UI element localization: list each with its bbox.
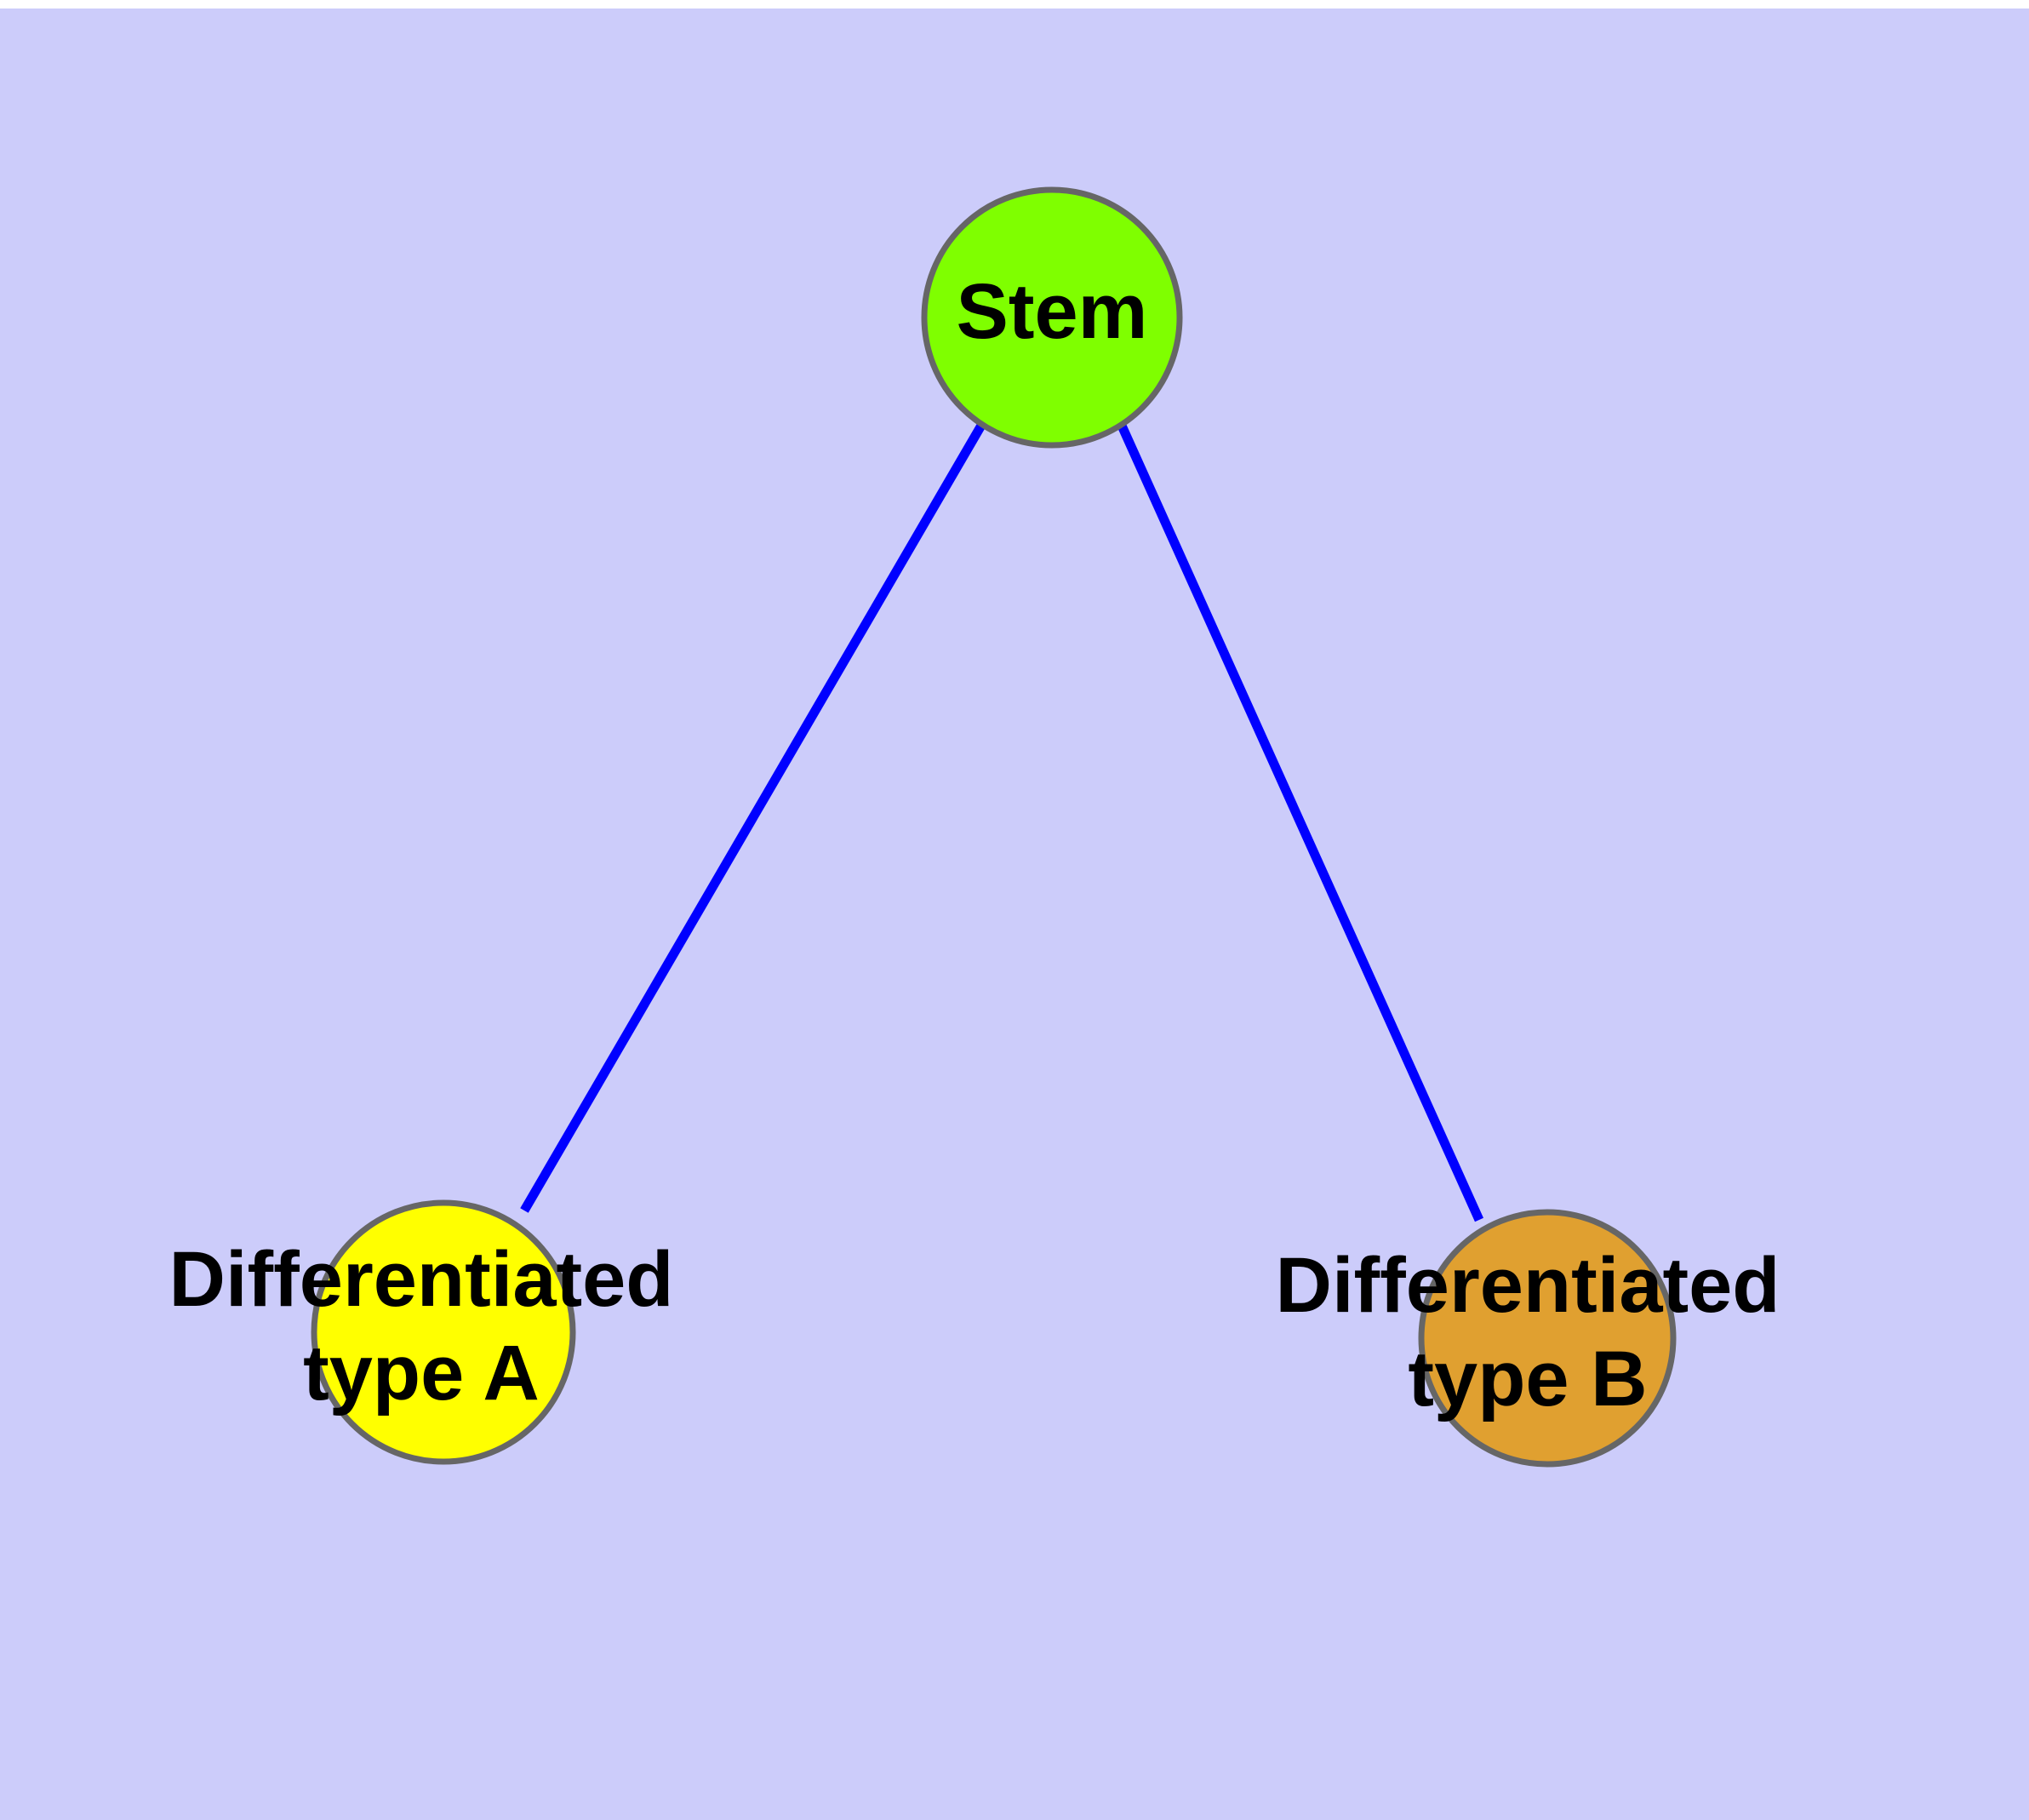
node-label-stem: Stem [957, 268, 1148, 355]
node-label-line: Differentiated [1276, 1242, 1780, 1329]
edge-stem-to-diff-b[interactable] [1117, 423, 1484, 1222]
edges-layer [520, 421, 1484, 1222]
node-label-line: type B [1408, 1336, 1647, 1422]
node-diff_b[interactable] [1418, 1209, 1677, 1468]
node-stem[interactable] [921, 186, 1183, 449]
node-label-line: Differentiated [169, 1236, 674, 1323]
edge-stem-to-diff-a[interactable] [520, 421, 986, 1213]
node-label-line: Stem [957, 268, 1148, 355]
nodes-layer [311, 186, 1677, 1468]
node-diff_a[interactable] [311, 1199, 576, 1465]
node-label-line: type A [303, 1330, 540, 1417]
